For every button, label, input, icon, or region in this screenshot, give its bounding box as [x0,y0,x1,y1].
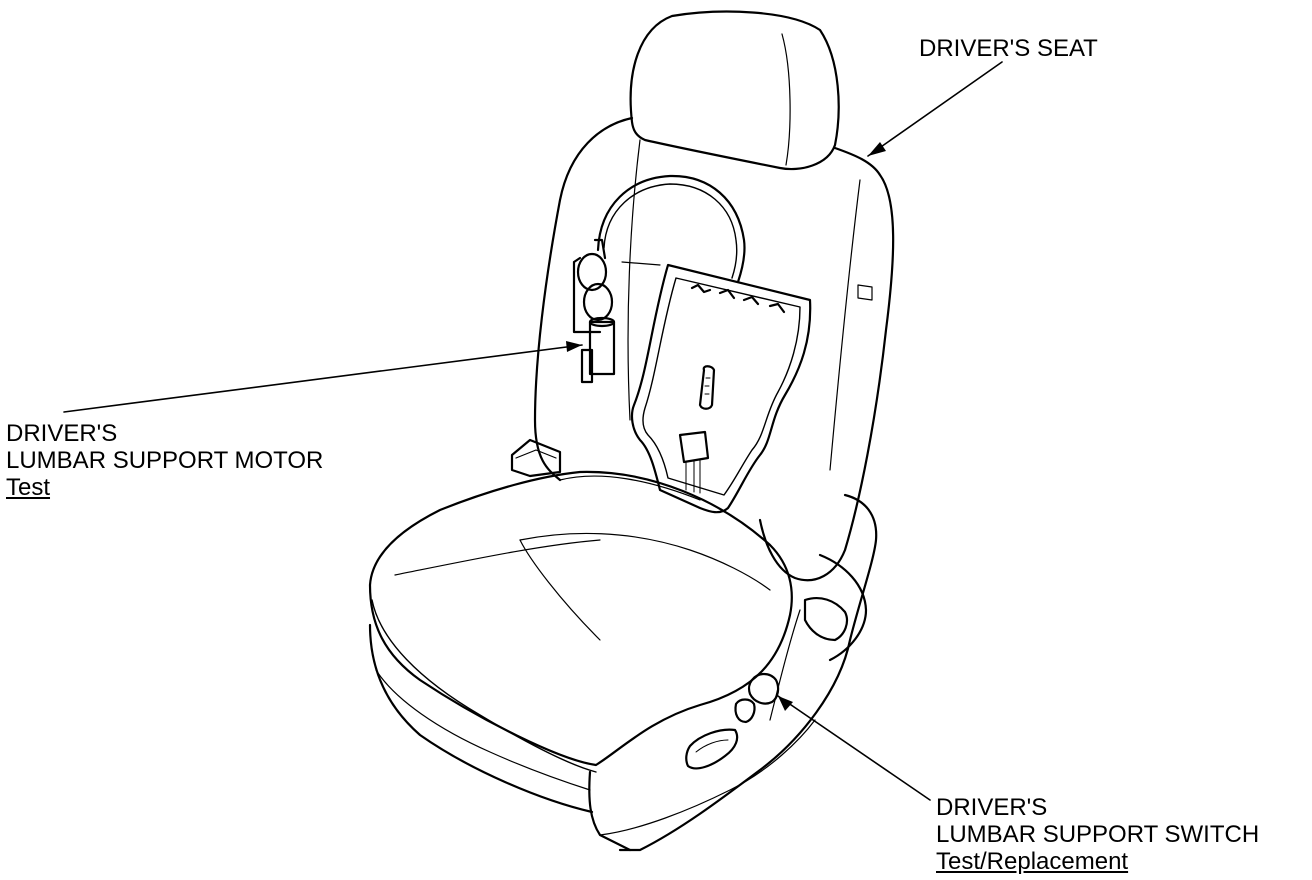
switch-test-replacement-link[interactable]: Test/Replacement [936,848,1129,875]
motor-arrowhead [566,341,582,352]
switch-label-line2: LUMBAR SUPPORT SWITCH [936,821,1260,848]
switch-arrowhead [778,696,793,711]
drivers-seat-label: DRIVER'S SEAT [919,35,1098,62]
recline-lever [510,438,562,478]
seat-arrowhead [868,142,886,156]
motor-label-line2: LUMBAR SUPPORT MOTOR [6,447,324,474]
lumbar-support-switch-label: DRIVER'S LUMBAR SUPPORT SWITCH Test/Repl… [936,794,1259,875]
motor-test-link[interactable]: Test [6,474,51,501]
motor-label-line1: DRIVER'S [6,420,118,447]
lumbar-cable [596,174,746,284]
lumbar-support-motor [572,238,616,384]
switch-label-line1: DRIVER'S [936,794,1048,821]
seat-base [599,493,878,852]
seat-back [533,116,895,582]
lumbar-support-motor-label: DRIVER'S LUMBAR SUPPORT MOTOR Test [6,420,323,501]
drivers-seat-label-text: DRIVER'S SEAT [919,35,1098,62]
seat-leader-line [867,61,1003,157]
lumbar-support-frame [630,263,812,514]
headrest [629,10,840,171]
lumbar-support-switch [685,672,780,770]
motor-leader-line [63,344,583,413]
switch-leader-line [777,695,931,801]
